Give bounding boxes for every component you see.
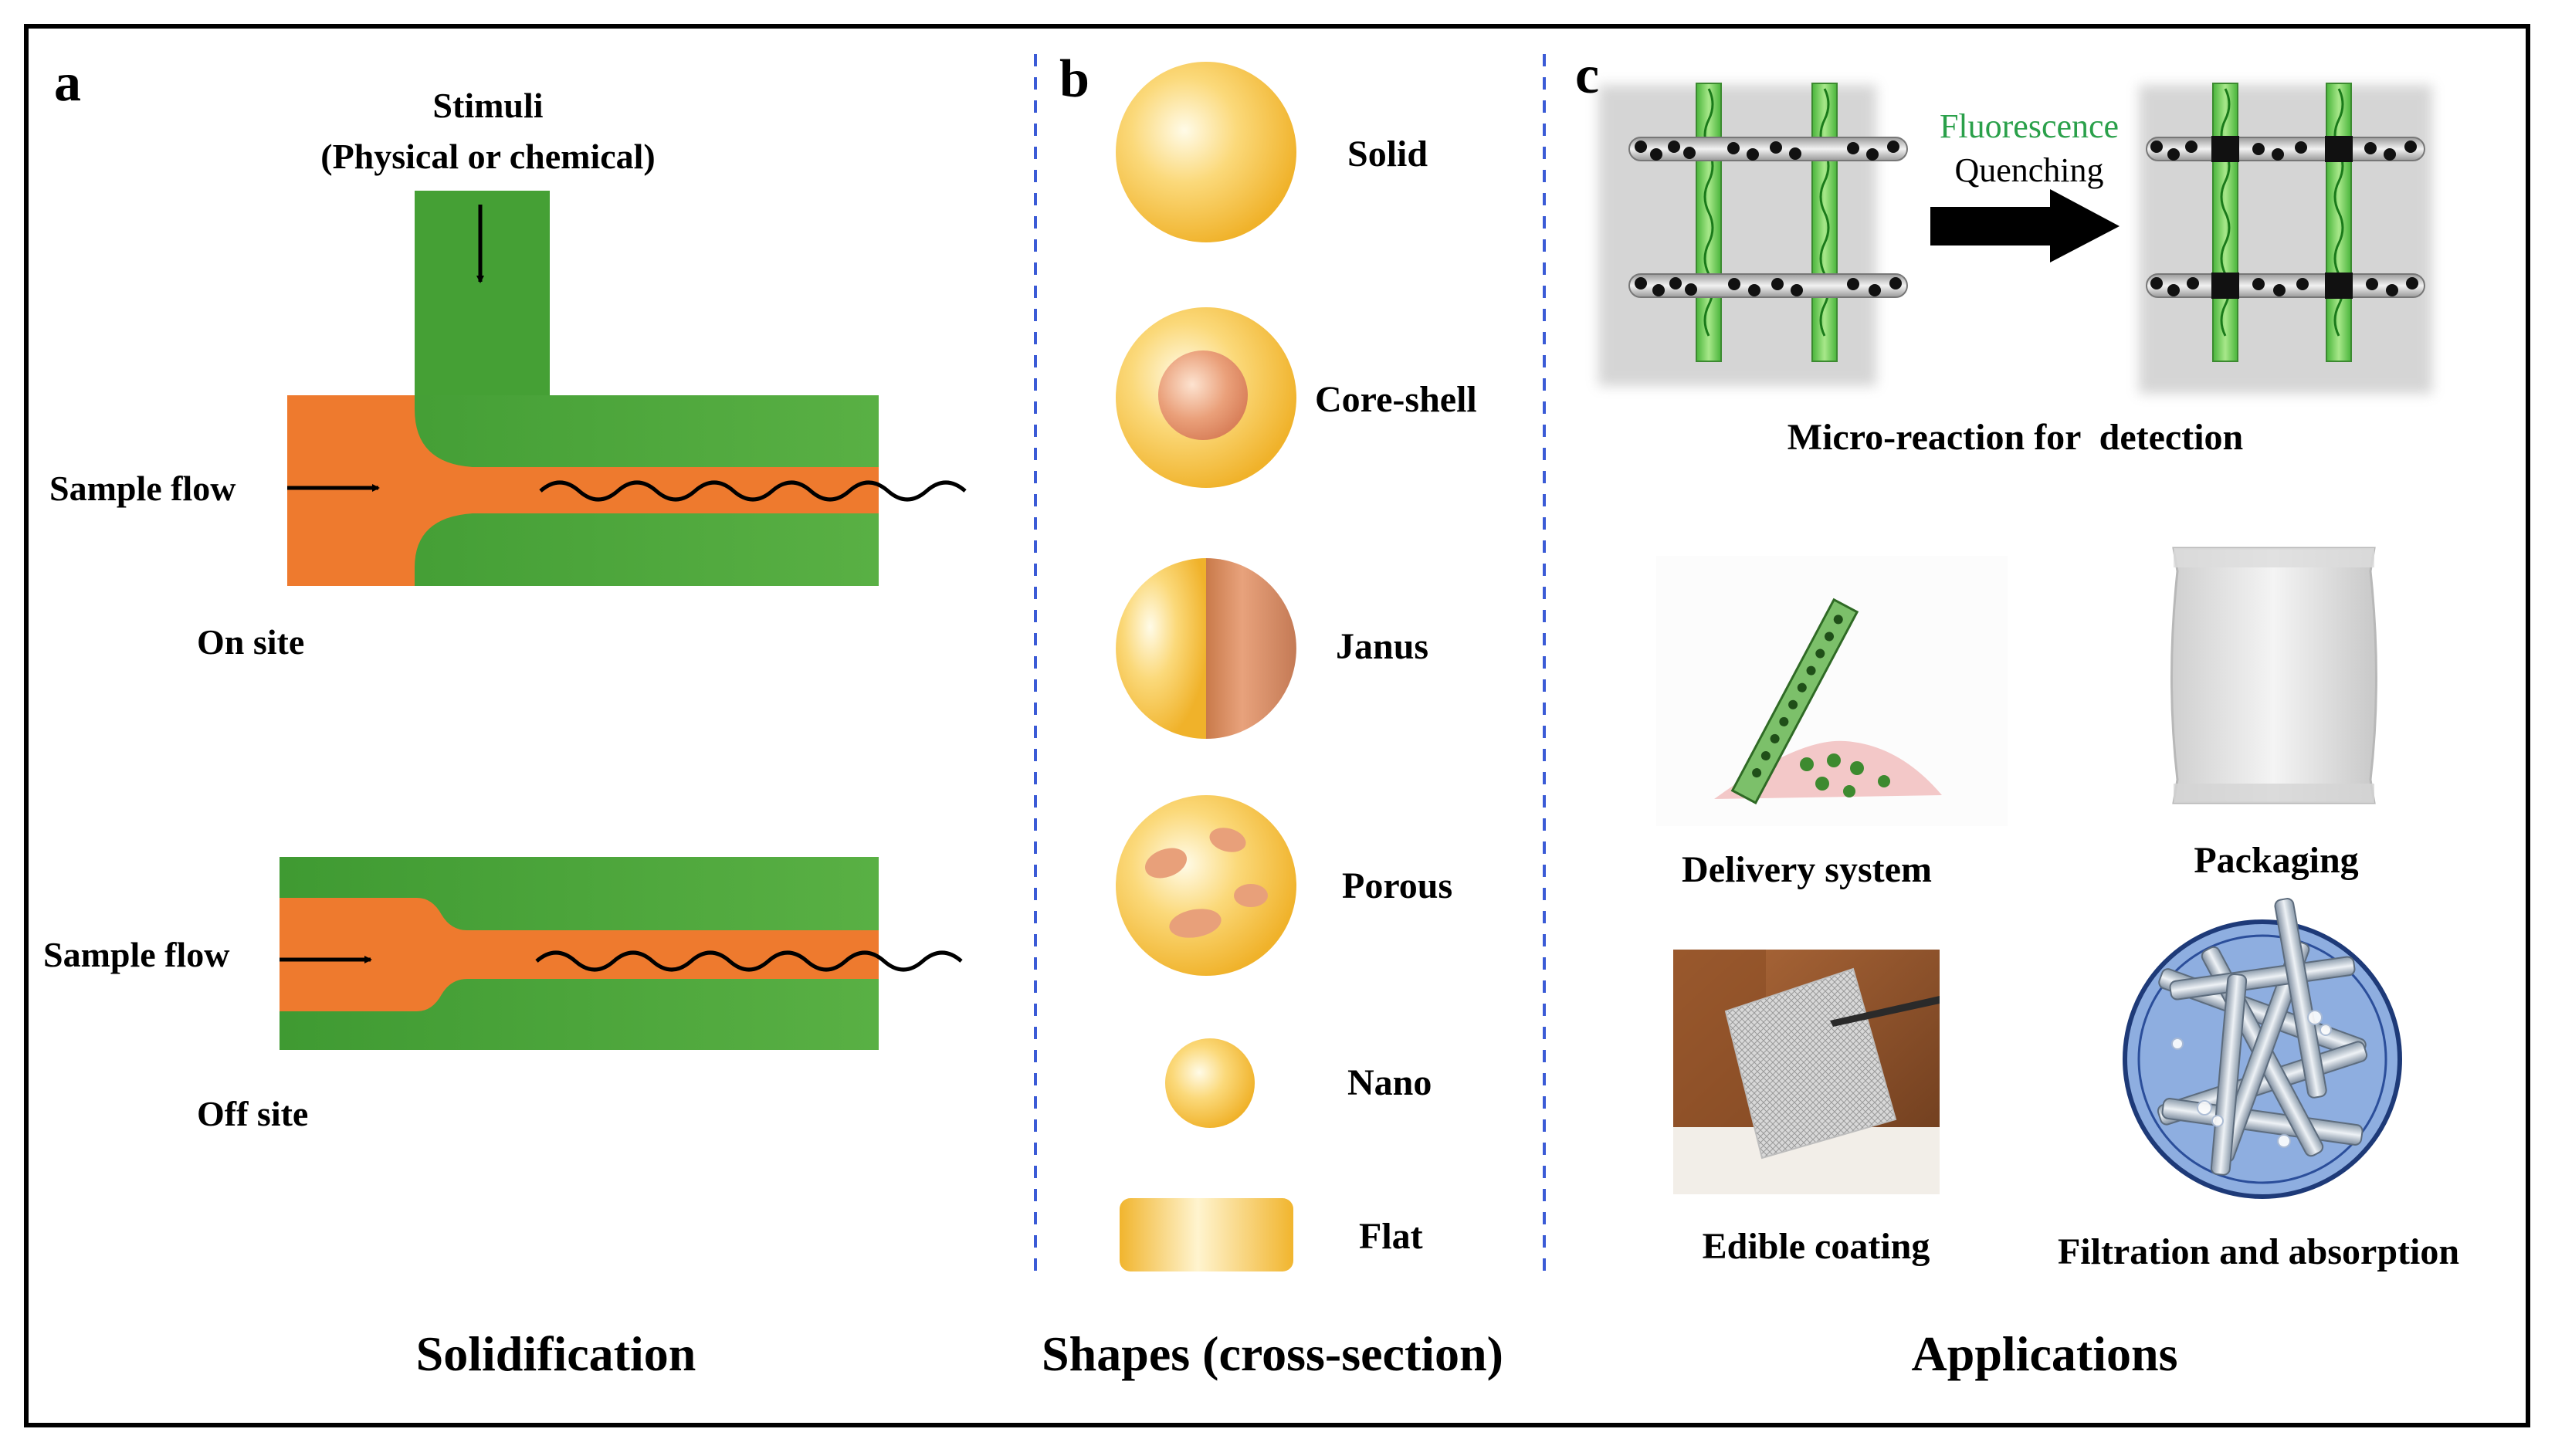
panel-b-letter: b [1059,49,1089,109]
shape-porous: Porous [1116,795,1452,976]
stimuli-sublabel: (Physical or chemical) [320,137,656,176]
horizontal-tube [1628,273,1908,298]
bag-bottom-seal [2174,784,2374,803]
shape-solid: Solid [1116,62,1428,242]
panel-a: a Stimuli (Physical or chemical) Sample … [43,53,967,1381]
delivery-fiber [1730,598,1859,804]
filtration-label: Filtration and absorption [2058,1231,2459,1272]
sample-flow-label-1: Sample flow [49,469,236,508]
panel-c-caption: Applications [1912,1326,2178,1381]
on-site-fiber-wave [539,480,967,502]
panel-b: b Solid Core-shell Janus Porous Nano [1042,49,1503,1381]
off-site-orange-flow [280,898,879,1011]
panel-c-letter: c [1575,46,1599,105]
core-shell-core [1158,350,1248,440]
solid-particle [1116,62,1296,242]
panel-a-caption: Solidification [416,1326,696,1381]
vertical-fiber [2326,83,2352,362]
stimuli-label: Stimuli [432,86,543,125]
shape-label-flat: Flat [1359,1216,1423,1257]
shape-label-core-shell: Core-shell [1315,379,1477,420]
stimuli-vertical-channel [415,191,550,395]
pore [1144,848,1188,879]
pore [1209,828,1246,852]
released-particles [1800,753,1890,797]
packaging-label: Packaging [2194,840,2358,881]
on-site-orange-flow [287,395,879,586]
horizontal-tube [1628,137,1908,161]
panel-c: c Fluorescence Quenching [1575,46,2459,1381]
detection-title: Micro-reaction for detection [1787,417,2243,458]
panel-b-caption: Shapes (cross-section) [1042,1326,1503,1381]
shape-janus: Janus [1116,558,1428,739]
pore [1234,884,1268,907]
pore [1169,909,1222,938]
vertical-fiber [2212,83,2238,362]
delivery-system-illustration [1656,556,2008,826]
shape-flat: Flat [1120,1198,1423,1271]
quenching-label: Quenching [1954,151,2103,189]
edible-coating-illustration [1673,950,1940,1194]
shape-label-porous: Porous [1342,865,1452,906]
janus-left-half [1116,558,1206,739]
filtration-illustration [2123,898,2402,1199]
fiber-grid-after [2139,83,2432,394]
fluorescence-label: Fluorescence [1940,107,2119,145]
off-site-device [280,857,963,1050]
filter-inner-ring [2137,934,2387,1184]
janus-right-half [1206,558,1296,739]
shape-core-shell: Core-shell [1116,307,1477,488]
packaging-bag [2170,547,2377,804]
vertical-fiber [1811,83,1838,362]
off-site-label: Off site [197,1094,308,1133]
probe-dots [1635,141,1902,296]
porous-particle [1116,795,1296,976]
sample-flow-label-2: Sample flow [43,935,230,974]
on-site-device [287,191,967,586]
edible-label: Edible coating [1703,1226,1930,1267]
bag-top-seal [2174,548,2374,567]
shape-nano: Nano [1165,1038,1432,1128]
absorbed-bubbles [2171,1010,2332,1148]
shape-label-solid: Solid [1347,134,1428,174]
panel-a-letter: a [54,53,81,113]
on-site-label: On site [197,622,304,662]
quenched-junctions [2211,136,2353,299]
reaction-arrow [1930,189,2120,262]
shape-label-nano: Nano [1347,1062,1432,1103]
delivery-label: Delivery system [1682,849,1932,890]
nano-particle [1165,1038,1255,1128]
flat-particle [1120,1198,1293,1271]
off-site-fiber-wave [535,950,963,972]
packaging-illustration [2170,547,2377,804]
fiber-grid-before [1598,83,1908,386]
vertical-fiber [1696,83,1722,362]
tweezers [1830,996,1940,1027]
probe-dots [2150,141,2418,296]
shape-label-janus: Janus [1336,626,1428,667]
grid-shadow [2139,85,2432,394]
